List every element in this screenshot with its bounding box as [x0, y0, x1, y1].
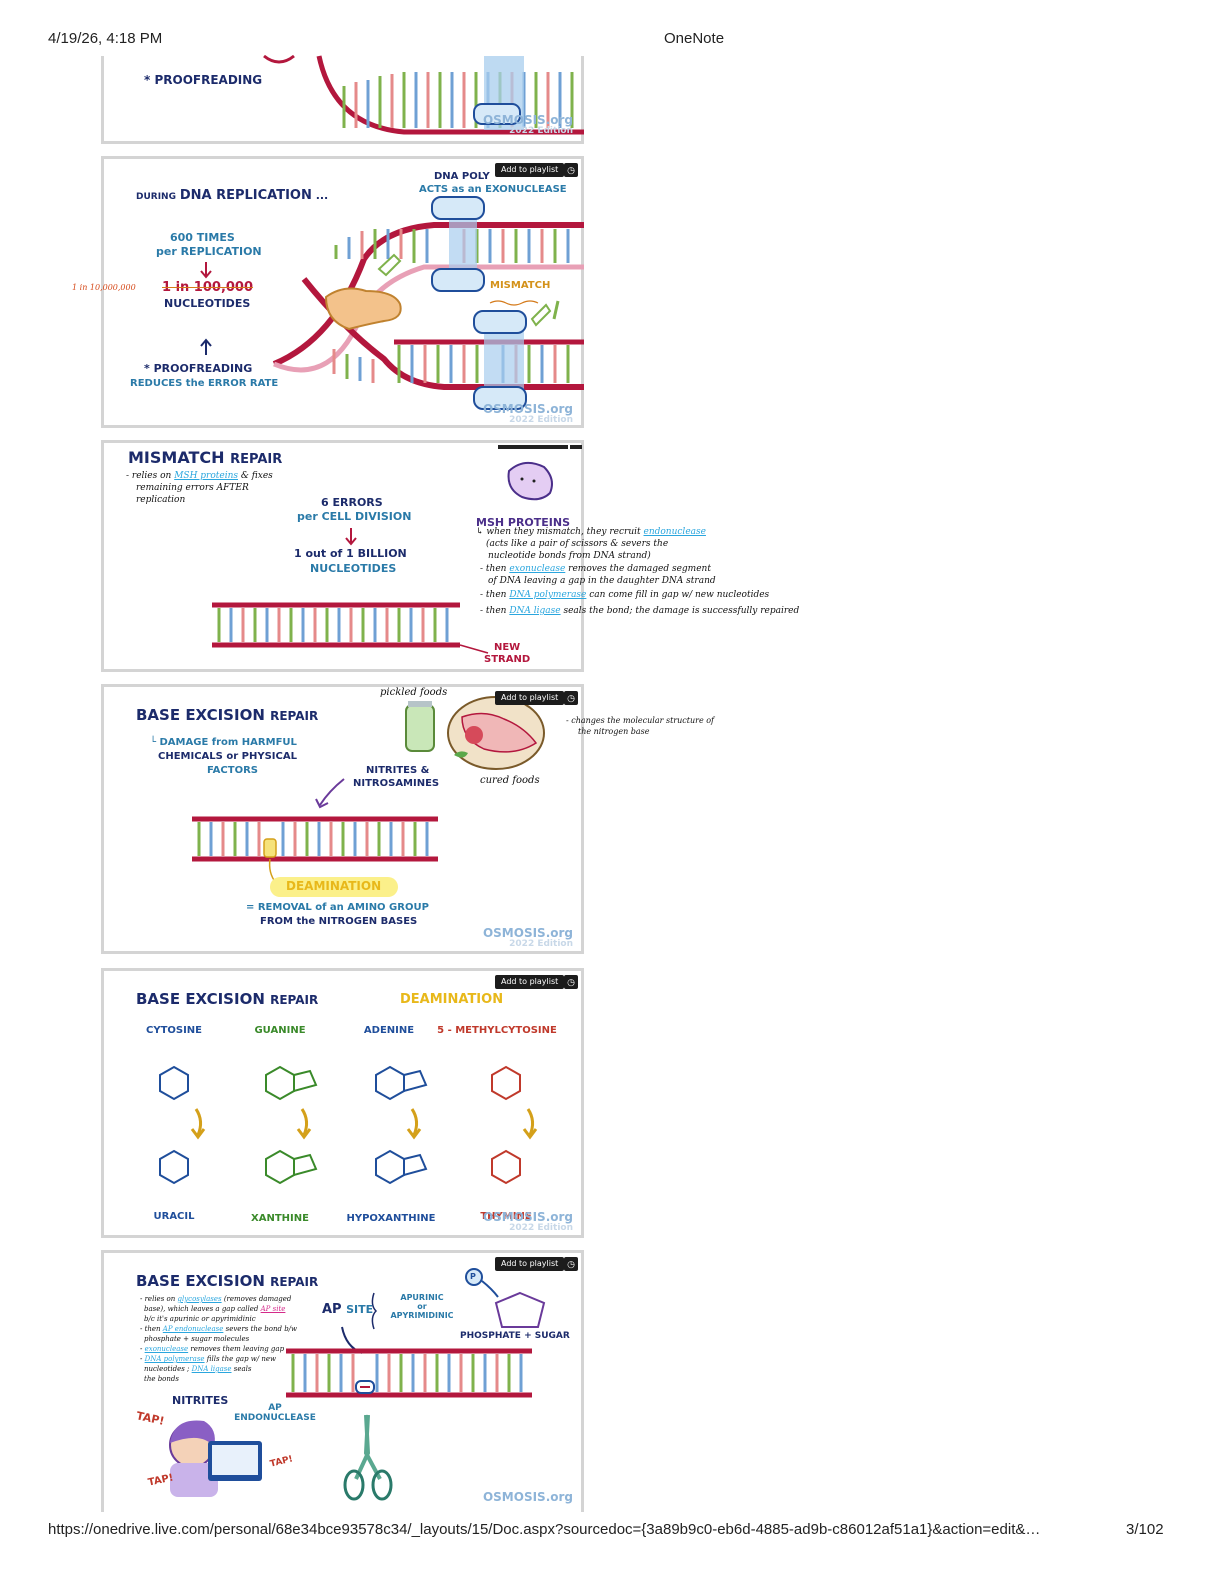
nitrites-label: NITRITES & [366, 765, 430, 776]
osmosis-logo: OSMOSIS.org [482, 1490, 573, 1504]
slide-title: BASE EXCISION REPAIR [136, 706, 319, 724]
replication-fork-illustration [200, 196, 584, 410]
phosphate-icon: P [470, 1272, 476, 1281]
add-to-playlist-button[interactable]: Add to playlist [495, 1257, 565, 1271]
base-name-bottom: URACIL [153, 1211, 195, 1222]
ap-site-illustration [169, 1268, 546, 1501]
slide-title: BASE EXCISION REPAIR [136, 990, 319, 1008]
times-label: 600 TIMES [170, 231, 235, 244]
handwritten-note-line: nucleotides ; DNA ligase seals [144, 1365, 252, 1373]
handwritten-ratio-note: 1 in 10,000,000 [72, 283, 136, 292]
dna-illustration [263, 54, 584, 135]
handwritten-note-line: the nitrogen base [578, 727, 650, 736]
chemicals-label: CHEMICALS or PHYSICAL [158, 751, 297, 762]
pickled-foods-note: pickled foods [380, 687, 448, 698]
nitrogen-bases-label: FROM the NITROGEN BASES [260, 916, 418, 927]
deamination-heading: DEAMINATION [400, 992, 504, 1007]
base-name-top: GUANINE [254, 1025, 306, 1036]
handwritten-note-line: ↳ when they mismatch, they recruit endon… [476, 527, 706, 537]
handwritten-note-line: - relies on glycosylases (removes damage… [140, 1295, 292, 1303]
slide-base-excision-deamination: Add to playlist ◷ BASE EXCISION REPAIR └… [101, 684, 584, 954]
exonuclease-label: ACTS as an EXONUCLEASE [419, 184, 567, 195]
error-rate-label: REDUCES the ERROR RATE [130, 378, 279, 389]
handwritten-note-line: phosphate + sugar molecules [144, 1335, 250, 1343]
struck-ratio: 1 in 100,000 [162, 280, 254, 295]
page-url: https://onedrive.live.com/personal/68e34… [48, 1521, 1041, 1538]
handwritten-note-line: - then DNA ligase seals the bond; the da… [480, 606, 800, 616]
per-replication-label: per REPLICATION [156, 245, 262, 258]
mismatch-illustration [212, 445, 582, 654]
errors-label: 6 ERRORS [321, 496, 383, 509]
add-to-playlist-button[interactable]: Add to playlist [495, 163, 565, 177]
slide-title: MISMATCH REPAIR [128, 448, 283, 467]
mismatch-label: MISMATCH [490, 280, 551, 291]
clock-icon[interactable]: ◷ [564, 1257, 578, 1271]
msh-proteins-label: MSH PROTEINS [476, 516, 571, 529]
handwritten-note-line: base), which leaves a gap called AP site [144, 1305, 286, 1313]
handwritten-note-line: - relies on MSH proteins & fixes [126, 471, 273, 481]
handwritten-note-line: nucleotide bonds from DNA strand) [488, 551, 651, 561]
slide-base-excision-ap-site: Add to playlist ◷ BASE EXCISION REPAIR -… [101, 1250, 584, 1512]
handwritten-note-line: - DNA polymerase fills the gap w/ new [140, 1355, 277, 1363]
handwritten-note-line: - changes the molecular structure of [566, 716, 714, 725]
ap-site-label: AP SITE [322, 1302, 374, 1317]
handwritten-note-line: of DNA leaving a gap in the daughter DNA… [488, 576, 716, 586]
nucleotides-label: NUCLEOTIDES [164, 297, 251, 310]
slide-title: BASE EXCISION REPAIR [136, 1272, 319, 1290]
cell-division-label: per CELL DIVISION [297, 510, 412, 523]
deamination-illustration [192, 696, 545, 897]
clock-icon[interactable]: ◷ [564, 691, 578, 705]
cured-foods-note: cured foods [480, 775, 540, 786]
slide-mismatch-repair: MISMATCH REPAIR - relies on MSH proteins… [101, 440, 584, 672]
handwritten-note-line: (acts like a pair of scissors & severs t… [486, 539, 669, 549]
billion-label: 1 out of 1 BILLION [294, 547, 407, 560]
clock-icon[interactable]: ◷ [564, 163, 578, 177]
add-to-playlist-button[interactable]: Add to playlist [495, 691, 565, 705]
removal-label: = REMOVAL of an AMINO GROUP [246, 902, 429, 913]
damage-label: └ DAMAGE from HARMFUL [150, 737, 297, 748]
clock-icon[interactable]: ◷ [564, 975, 578, 989]
proofreading-label: * PROOFREADING [144, 362, 253, 375]
factors-label: FACTORS [207, 765, 258, 776]
base-name-top: ADENINE [363, 1025, 415, 1036]
dna-polymerase-label: DNA POLY [434, 171, 490, 182]
handwritten-note-line: - exonuclease removes them leaving gap [140, 1345, 285, 1353]
add-to-playlist-button[interactable]: Add to playlist [495, 975, 565, 989]
handwritten-note-line: - then exonuclease removes the damaged s… [480, 564, 711, 574]
base-name-bottom: HYPOXANTHINE [346, 1213, 436, 1224]
handwritten-note-line: - then DNA polymerase can come fill in g… [480, 590, 770, 600]
handwritten-note-line: replication [136, 495, 186, 505]
slide-deamination-bases: Add to playlist ◷ BASE EXCISION REPAIR D… [101, 968, 584, 1238]
nitrites-label: NITRITES [172, 1394, 229, 1407]
handwritten-note-line: the bonds [144, 1375, 179, 1383]
deamination-label: DEAMINATION [286, 879, 382, 893]
handwritten-note-line: - then AP endonuclease severs the bond b… [140, 1325, 298, 1333]
slide-dna-replication: Add to playlist ◷ DURING DNA REPLICATION… [72, 156, 584, 428]
nitrosamines-label: NITROSAMINES [353, 778, 440, 789]
base-name-bottom: THYMINE [480, 1211, 532, 1222]
handwritten-note-line: b/c it's apurinic or apyrimidinic [144, 1315, 256, 1323]
phosphate-sugar-label: PHOSPHATE + SUGAR [460, 1331, 570, 1341]
base-name-top: CYTOSINE [145, 1025, 203, 1036]
base-structures-illustration [159, 1065, 538, 1185]
print-timestamp: 4/19/26, 4:18 PM [48, 30, 163, 47]
page-number: 3/102 [1126, 1521, 1164, 1538]
slide-title: DURING DNA REPLICATION ... [136, 188, 329, 203]
base-name-top: 5 - METHYLCYTOSINE [437, 1025, 557, 1036]
handwritten-note-line: remaining errors AFTER [136, 483, 249, 493]
base-name-bottom: XANTHINE [251, 1213, 309, 1224]
proofreading-label: * PROOFREADING [144, 73, 263, 87]
nucleotides-label: NUCLEOTIDES [310, 562, 397, 575]
app-title: OneNote [664, 30, 725, 47]
